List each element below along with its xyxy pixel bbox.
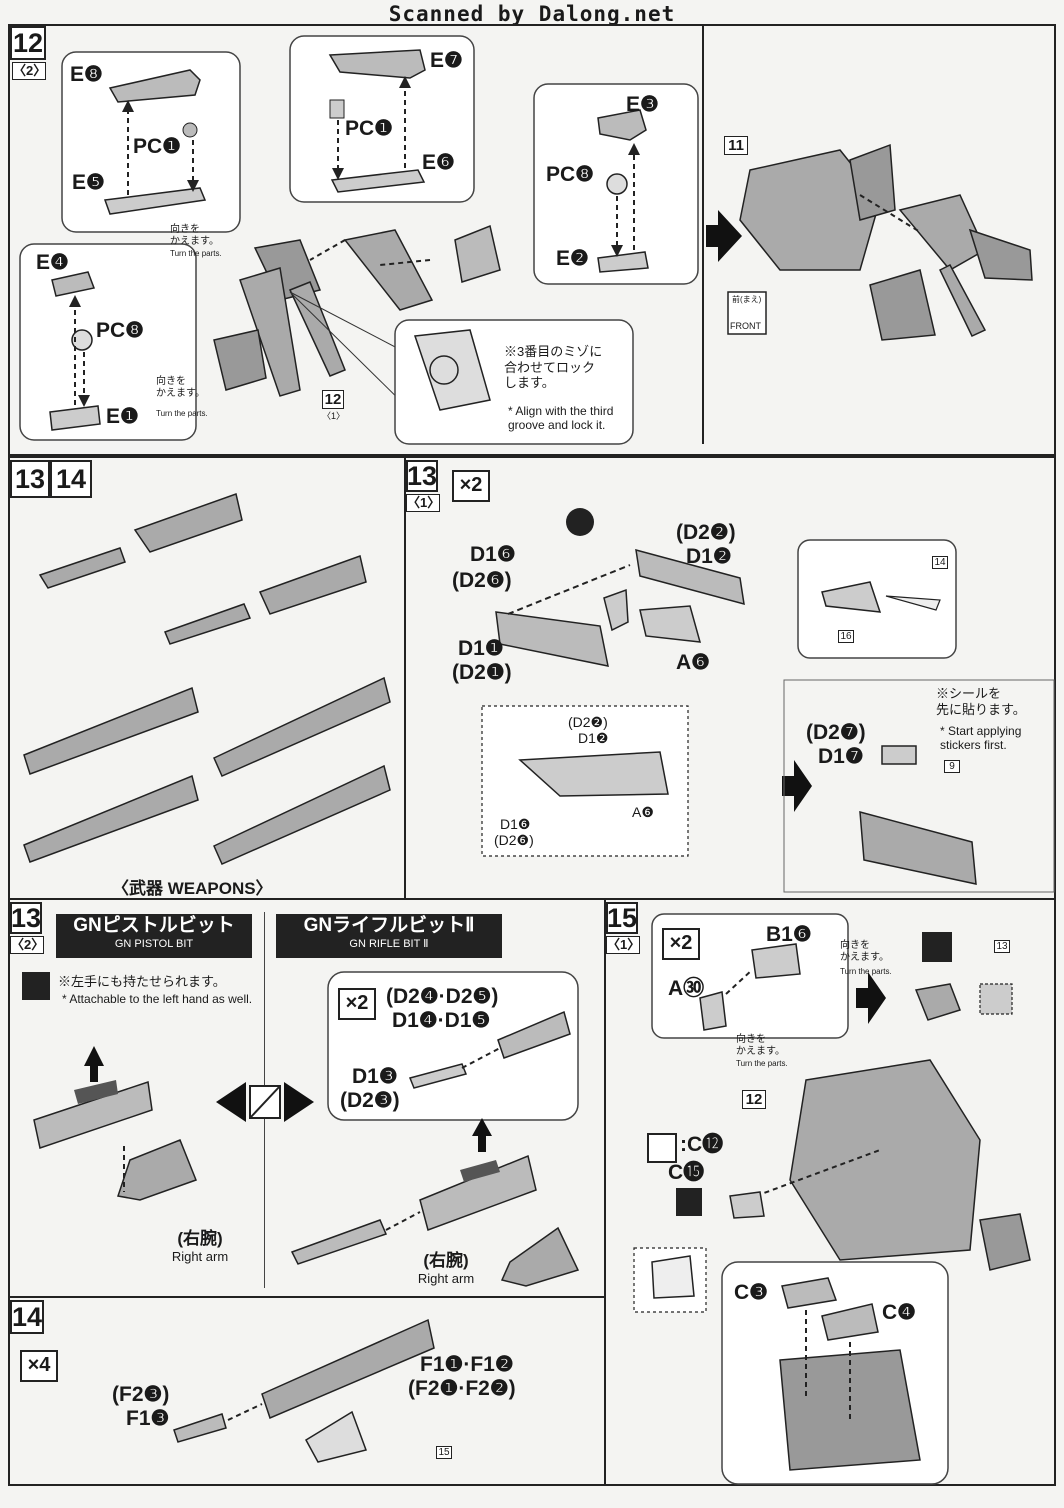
rifle-title: GNライフルビットⅡ GN RIFLE BIT Ⅱ (276, 914, 502, 958)
ref-step-11: 11 (724, 136, 748, 155)
part-a6: A❻ (676, 651, 710, 674)
sticker-note-jp: ※シールを 先に貼ります。 (936, 686, 1026, 717)
step-number: 12 (10, 26, 46, 60)
turn-note: 向きを かえます。 (156, 376, 205, 399)
part-e8: E❽ (70, 63, 103, 86)
part-d16: D1❻ (470, 543, 516, 566)
left-hand-note-en: * Attachable to the left hand as well. (62, 992, 253, 1006)
sticker-14: 14 (932, 556, 948, 569)
right-arm-label: (右腕) Right arm (417, 1251, 475, 1286)
part-c4: C❹ (882, 1301, 916, 1324)
part-e7: E❼ (430, 49, 463, 72)
panel-step12-2 (8, 24, 1056, 456)
part-c3: C❸ (734, 1281, 768, 1304)
part-f21-f22: (F2❶·F2❷) (408, 1377, 516, 1400)
right-arm-label: (右腕) Right arm (171, 1229, 229, 1264)
sticker-15: 15 (436, 1446, 452, 1459)
part-f11-f12: F1❶·F1❷ (420, 1353, 514, 1376)
divider (702, 24, 704, 444)
scanner-watermark: Scanned by Dalong.net (388, 2, 676, 26)
substep-number: 〈1〉 (606, 936, 641, 954)
pistol-title: GNピストルビット GN PISTOL BIT (56, 914, 252, 958)
turn-note: 向きを かえます。 (170, 224, 219, 247)
part-a30: A㉚ (668, 977, 705, 1000)
part-pc1: PC❶ (345, 117, 393, 140)
part-e3: E❸ (626, 93, 659, 116)
rifle-parts: D1❹·D1❺ (392, 1009, 491, 1032)
turn-note: 向きを かえます。 (736, 1034, 785, 1057)
turn-note-en: Turn the parts. (840, 967, 892, 976)
part-d26: (D2❻) (452, 569, 512, 592)
part-d17: D1❼ (818, 745, 864, 768)
step-number: 13 (10, 902, 42, 934)
turn-note-en: Turn the parts. (156, 409, 208, 418)
turn-note: 向きを かえます。 (840, 940, 889, 963)
front-label-jp: 前(まえ) (732, 295, 762, 304)
part-c15: C⓯ (668, 1161, 705, 1184)
turn-note-en: Turn the parts. (736, 1059, 788, 1068)
weapons-caption: 〈武器 WEAPONS〉 (112, 879, 273, 898)
part-e5: E❺ (72, 171, 105, 194)
step-number: 15 (606, 902, 638, 934)
part-e6: E❻ (422, 151, 455, 174)
substep-number: 〈2〉 (12, 62, 47, 80)
part-f23: (F2❸) (112, 1383, 170, 1406)
left-hand-note-jp: ※左手にも持たせられます。 (58, 974, 226, 989)
part-e2: E❷ (556, 247, 589, 270)
part-d21: (D2❶) (452, 661, 512, 684)
rifle-parts: (D2❸) (340, 1089, 400, 1112)
sticker-note-en: * Start applying stickers first. (940, 724, 1022, 753)
substep-number: 〈2〉 (10, 936, 45, 954)
sticker-13: 13 (994, 940, 1010, 953)
sticker-9: 9 (944, 760, 960, 773)
step-number: 14 (50, 460, 92, 498)
align-note-jp: ※3番目のミゾに 合わせてロック します。 (504, 344, 603, 391)
part-d27: (D2❼) (806, 721, 866, 744)
turn-note-en: Turn the parts. (170, 249, 222, 258)
inset-a6: A❻ (632, 804, 654, 820)
align-note-en: * Align with the third groove and lock i… (508, 404, 614, 433)
part-e1: E❶ (106, 405, 139, 428)
step-number: 14 (10, 1300, 44, 1334)
inset-d26: (D2❻) (494, 832, 534, 848)
inset-d12: D1❷ (578, 730, 609, 746)
part-pc8: PC❽ (96, 319, 144, 342)
part-e4: E❹ (36, 251, 69, 274)
ref-step-12: 12 (742, 1090, 766, 1109)
part-f13: F1❸ (126, 1407, 170, 1430)
ref-step-12-1: 12 〈1〉 (322, 390, 346, 421)
inset-d22: (D2❷) (568, 714, 608, 730)
multiplier: ×2 (662, 928, 700, 960)
front-label-en: FRONT (730, 321, 761, 331)
part-d12: D1❷ (686, 545, 732, 568)
step-number: 13 (10, 460, 50, 498)
rifle-parts: (D2❹·D2❺) (386, 985, 499, 1008)
part-d11: D1❶ (458, 637, 504, 660)
multiplier: ×4 (20, 1350, 58, 1382)
part-pc8: PC❽ (546, 163, 594, 186)
inset-d16: D1❻ (500, 816, 531, 832)
rifle-parts: D1❸ (352, 1065, 398, 1088)
panel-step15-1 (604, 898, 1056, 1486)
step-number: 13 (406, 460, 438, 492)
substep-number: 〈1〉 (406, 494, 441, 512)
part-d22: (D2❷) (676, 521, 736, 544)
part-pc1: PC❶ (133, 135, 181, 158)
multiplier: ×2 (338, 988, 376, 1020)
sticker-16: 16 (838, 630, 854, 643)
multiplier: ×2 (452, 470, 490, 502)
part-c12: :C⓬ (680, 1133, 724, 1156)
part-b16: B1❻ (766, 923, 812, 946)
